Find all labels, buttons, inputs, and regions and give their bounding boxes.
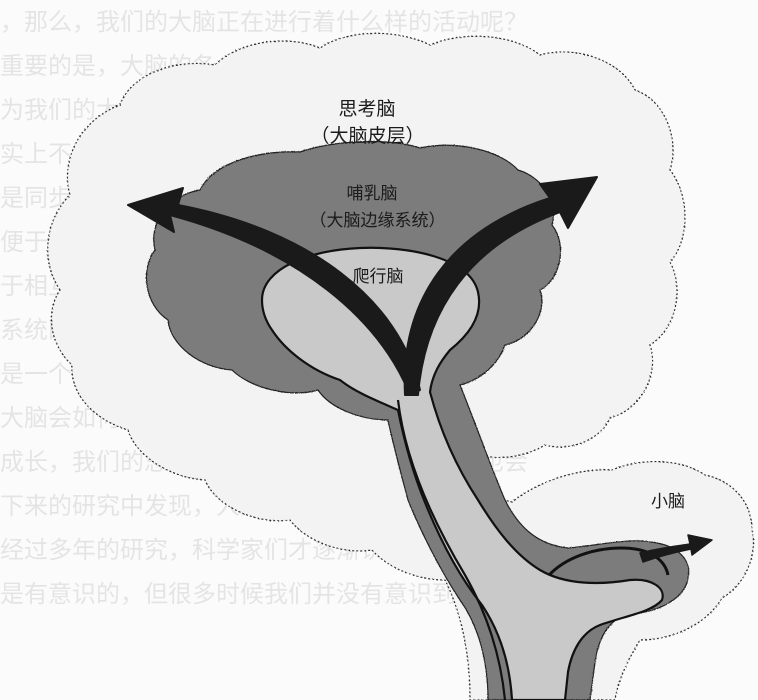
limbic-subtitle: （大脑边缘系统）: [285, 206, 470, 231]
cortex-subtitle: （大脑皮层）: [300, 121, 435, 148]
reptilian-label: 爬行脑: [338, 262, 418, 287]
cortex-label: 思考脑: [322, 94, 412, 121]
cerebellum-label: 小脑: [638, 487, 698, 512]
limbic-label: 哺乳脑: [327, 179, 417, 204]
